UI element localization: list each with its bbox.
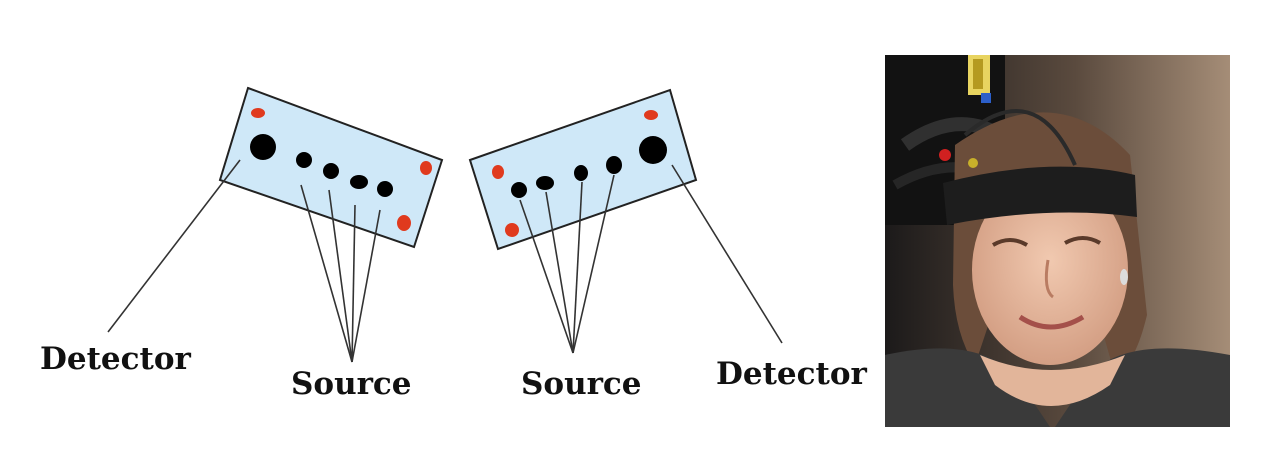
- right-source-leader: [545, 191, 574, 354]
- left-probe-marker: [420, 161, 432, 175]
- right-probe-marker: [505, 223, 519, 237]
- left-source-optode: [296, 152, 312, 168]
- source-label-right: Source: [521, 366, 642, 402]
- right-source-optode: [536, 176, 554, 190]
- left-source-leader: [351, 204, 356, 363]
- left-source-optode: [323, 163, 339, 179]
- right-source-leader: [572, 174, 615, 354]
- left-source-leader: [351, 209, 381, 363]
- left-detector-leader: [107, 159, 241, 333]
- right-probe-marker: [492, 165, 504, 179]
- left-detector-optode: [250, 134, 276, 160]
- right-source-leader: [519, 199, 574, 354]
- detector-label-left: Detector: [40, 341, 191, 377]
- right-source-optode: [606, 156, 622, 174]
- right-source-leader: [572, 181, 583, 354]
- left-probe-marker: [397, 215, 411, 231]
- right-source-optode: [574, 165, 588, 181]
- right-probe: [468, 88, 783, 354]
- right-detector-optode: [639, 136, 667, 164]
- detector-label-right: Detector: [716, 356, 867, 392]
- subject-photo-illustration: [885, 55, 1230, 427]
- right-detector-leader: [671, 164, 783, 344]
- left-source-optode: [377, 181, 393, 197]
- left-probe: [107, 86, 444, 363]
- left-source-leader: [300, 184, 353, 363]
- subject-photo: [885, 55, 1230, 427]
- source-label-left: Source: [291, 366, 412, 402]
- left-source-optode: [350, 175, 368, 189]
- probe-diagram: [107, 86, 783, 363]
- right-source-optode: [511, 182, 527, 198]
- left-probe-marker: [251, 108, 265, 118]
- left-source-leader: [328, 189, 353, 363]
- right-probe-marker: [644, 110, 658, 120]
